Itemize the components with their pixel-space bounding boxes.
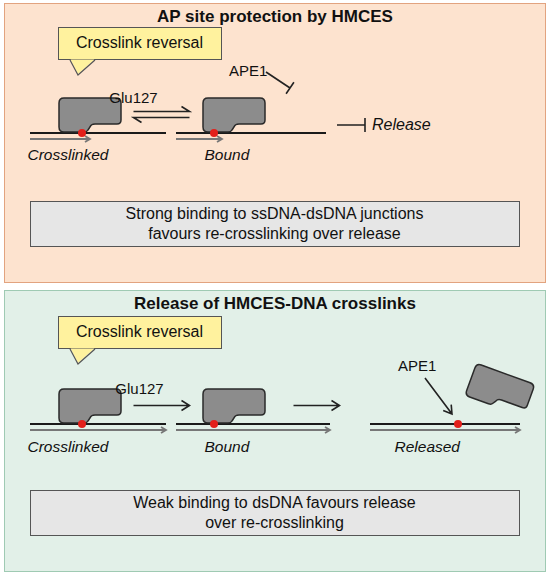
annotation-label: APE1 bbox=[398, 357, 436, 374]
state-label: Released bbox=[395, 438, 461, 456]
state-label: Crosslinked bbox=[28, 146, 109, 164]
reaction-arrow bbox=[134, 401, 190, 411]
summary-text: Weak binding to dsDNA favours release ov… bbox=[125, 493, 425, 533]
reaction-arrow bbox=[294, 401, 340, 411]
released-illustration bbox=[368, 372, 530, 434]
annotation-label: APE1 bbox=[229, 62, 267, 79]
callout-box: Crosslink reversal bbox=[58, 27, 222, 60]
annotation-label: Release bbox=[372, 116, 431, 134]
residue-label: Glu127 bbox=[109, 89, 157, 106]
dna-strand bbox=[370, 423, 520, 425]
released-scene: Released bbox=[368, 372, 530, 434]
primer-strand bbox=[370, 427, 520, 433]
state-label: Bound bbox=[205, 438, 250, 456]
protein-shape bbox=[464, 363, 534, 416]
protein-outline bbox=[202, 388, 266, 424]
residue-label: Glu127 bbox=[115, 380, 163, 397]
protein-shape bbox=[203, 389, 265, 423]
hmces-protein: Bound bbox=[202, 388, 266, 424]
hmces-protein: Crosslinked bbox=[58, 388, 122, 424]
panel-title: Release of HMCES-DNA crosslinks bbox=[5, 294, 545, 314]
reaction-arrow bbox=[134, 107, 190, 123]
callout-text: Crosslink reversal bbox=[76, 323, 203, 341]
state-label: Crosslinked bbox=[28, 438, 109, 456]
protein-shape bbox=[59, 389, 121, 423]
state-label: Bound bbox=[205, 146, 250, 164]
summary-text: Strong binding to ssDNA-dsDNA junctions … bbox=[105, 204, 445, 244]
callout-box: Crosslink reversal bbox=[58, 316, 222, 349]
protein-outline bbox=[202, 97, 266, 133]
ap-site bbox=[454, 420, 462, 428]
summary-box: Weak binding to dsDNA favours release ov… bbox=[30, 490, 520, 536]
protein-shape bbox=[203, 98, 265, 132]
panel: AP site protection by HMCES Crosslink rev… bbox=[4, 3, 546, 283]
hmces-protein: Bound bbox=[202, 97, 266, 133]
summary-box: Strong binding to ssDNA-dsDNA junctions … bbox=[30, 201, 520, 247]
protein-outline bbox=[58, 388, 122, 424]
panel-title: AP site protection by HMCES bbox=[5, 7, 545, 27]
panel: Release of HMCES-DNA crosslinksCrosslink… bbox=[4, 290, 546, 572]
callout-text: Crosslink reversal bbox=[76, 34, 203, 52]
